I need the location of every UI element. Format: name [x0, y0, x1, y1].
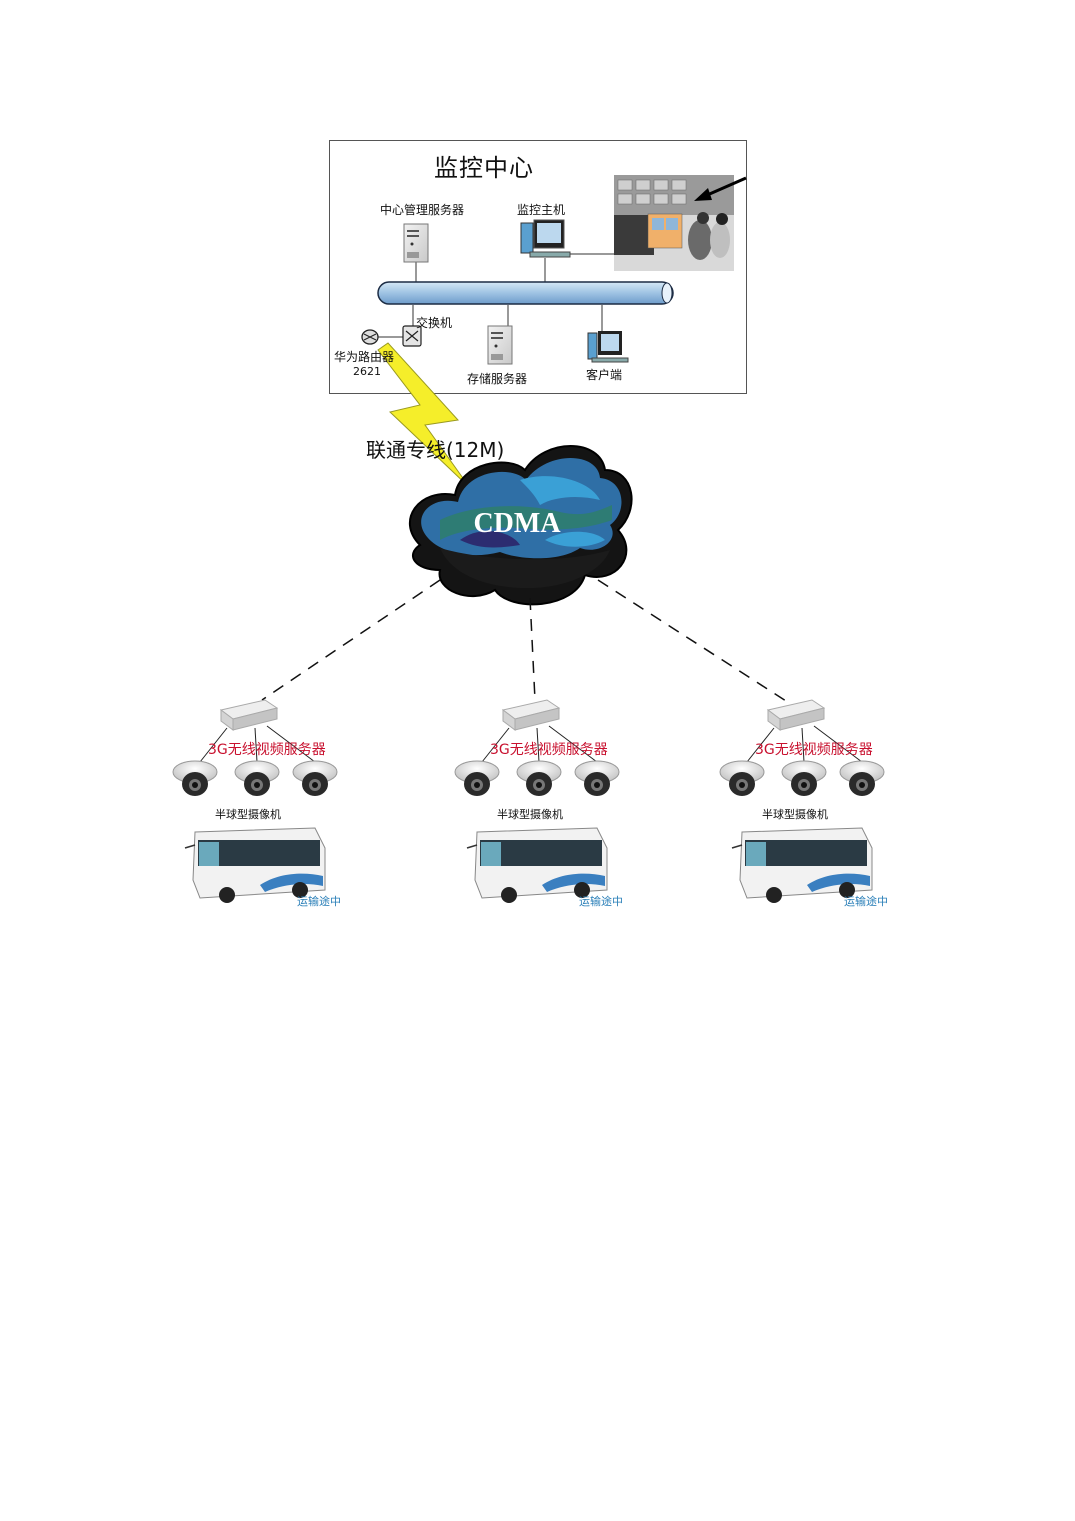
pointer-arrow-icon — [694, 176, 747, 201]
dome-camera-icon — [839, 760, 885, 796]
wireless-video-server-icon — [219, 699, 279, 731]
client-label: 客户端 — [586, 368, 623, 382]
cdma-cloud-icon — [408, 445, 633, 606]
site-1 — [172, 699, 338, 903]
leased-line-label: 联通专线(12M) — [366, 438, 505, 462]
wireless-link-2 — [529, 597, 536, 701]
site-2-server-label: 3G无线视频服务器 — [490, 742, 608, 758]
storage-server-label: 存储服务器 — [467, 372, 528, 386]
camera-wires — [481, 725, 598, 763]
dome-camera-icon — [292, 760, 338, 796]
dome-camera-icon — [781, 760, 827, 796]
management-server-icon — [403, 223, 429, 263]
site-2-camera-label: 半球型摄像机 — [497, 808, 563, 821]
site-1-server-label: 3G无线视频服务器 — [208, 742, 326, 758]
camera-wires — [199, 725, 316, 763]
router-model-label: 2621 — [353, 365, 381, 378]
monitor-host-pc-icon — [520, 219, 571, 258]
router-icon — [361, 329, 379, 345]
site-3-server-label: 3G无线视频服务器 — [755, 742, 873, 758]
center-title: 监控中心 — [434, 154, 534, 182]
wireless-links — [261, 579, 801, 711]
site-3-bus-label: 运输途中 — [844, 895, 888, 908]
router-label: 华为路由器 — [334, 350, 395, 364]
site-3-camera-label: 半球型摄像机 — [762, 808, 828, 821]
site-1-bus-label: 运输途中 — [297, 895, 341, 908]
dome-camera-icon — [172, 760, 218, 796]
dome-camera-icon — [574, 760, 620, 796]
storage-server-icon — [487, 325, 513, 365]
client-pc-icon — [587, 331, 629, 363]
wireless-video-server-icon — [766, 699, 826, 731]
dome-camera-icon — [234, 760, 280, 796]
dome-camera-icon — [719, 760, 765, 796]
site-2 — [454, 699, 620, 903]
monitoring-room-photo — [614, 175, 734, 271]
site-1-camera-label: 半球型摄像机 — [215, 808, 281, 821]
switch-label: 交换机 — [416, 316, 453, 330]
camera-wires — [746, 725, 863, 763]
wireless-video-server-icon — [501, 699, 561, 731]
dome-camera-icon — [454, 760, 500, 796]
leased-line-lightning-icon — [377, 342, 471, 489]
sites-layer — [172, 699, 885, 903]
site-2-bus-label: 运输途中 — [579, 895, 623, 908]
wireless-link-3 — [597, 579, 801, 711]
monitor-host-label: 监控主机 — [517, 203, 566, 217]
network-backbone — [377, 281, 674, 305]
switch-icon — [402, 325, 422, 347]
wireless-link-1 — [261, 579, 441, 701]
bus-icon — [184, 827, 326, 903]
cdma-label: CDMA — [473, 508, 561, 539]
site-3 — [719, 699, 885, 903]
bus-icon — [731, 827, 873, 903]
management-server-label: 中心管理服务器 — [380, 203, 465, 217]
dome-camera-icon — [516, 760, 562, 796]
bus-icon — [466, 827, 608, 903]
